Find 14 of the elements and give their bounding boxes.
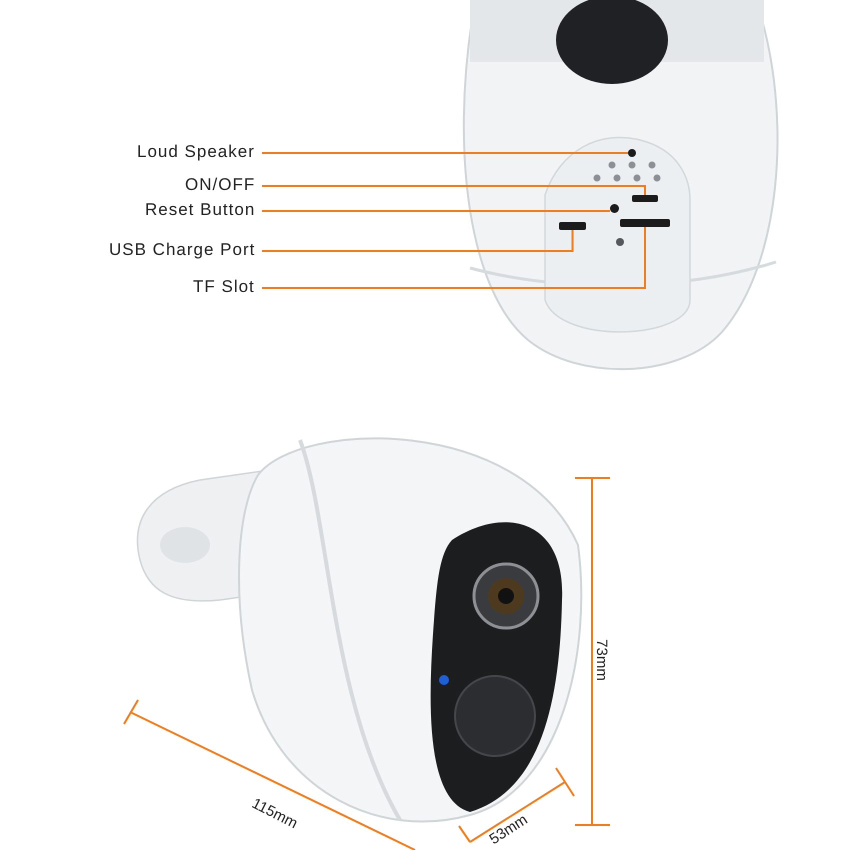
part-label: TF Slot	[193, 277, 255, 297]
part-label: ON/OFF	[185, 175, 256, 195]
part-label: Reset Button	[145, 200, 256, 220]
leader-line	[262, 227, 646, 289]
leader-line	[262, 230, 574, 252]
part-label: Loud Speaker	[137, 142, 255, 162]
part-label: USB Charge Port	[109, 240, 256, 260]
power-switch	[632, 195, 658, 202]
dimension-label: 73mm	[592, 639, 609, 681]
leader-line	[262, 185, 646, 195]
usb-port	[559, 222, 586, 230]
leader-line	[262, 210, 610, 212]
card-slot	[620, 219, 670, 227]
leader-line	[262, 152, 628, 154]
